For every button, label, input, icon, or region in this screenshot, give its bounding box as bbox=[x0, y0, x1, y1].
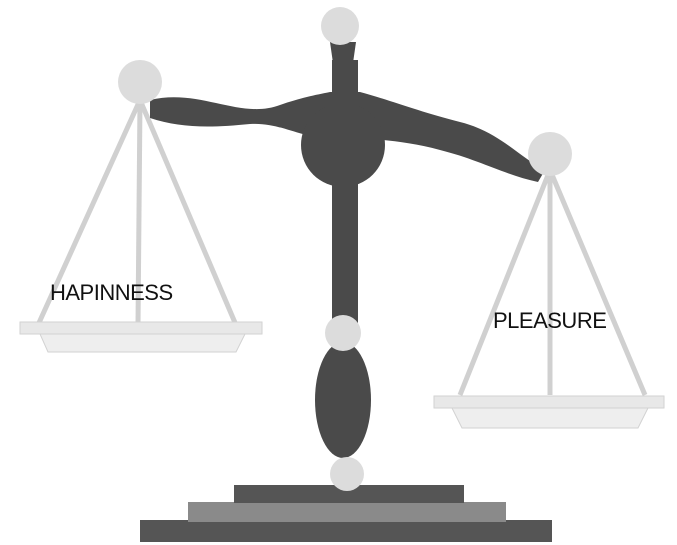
pillar-upper-joint bbox=[325, 315, 361, 351]
left-beam-joint bbox=[118, 60, 162, 104]
scale-base bbox=[140, 485, 552, 542]
base-step-middle bbox=[188, 502, 506, 522]
top-finial-knob bbox=[321, 7, 359, 45]
beam-hub bbox=[301, 103, 385, 187]
right-pan bbox=[434, 396, 664, 428]
right-pan-bowl bbox=[452, 408, 648, 428]
right-pan-label: PLEASURE bbox=[493, 308, 606, 333]
left-pan bbox=[20, 322, 262, 352]
base-step-bottom bbox=[140, 520, 552, 542]
top-finial-neck bbox=[330, 42, 356, 70]
left-pan-bowl bbox=[40, 334, 245, 352]
right-beam-joint bbox=[528, 132, 572, 176]
left-pan-label: HAPINNESS bbox=[50, 280, 173, 305]
right-pan-rim bbox=[434, 396, 664, 408]
pillar-bulb bbox=[315, 342, 371, 458]
right-pan-strings bbox=[460, 170, 645, 395]
left-pan-rim bbox=[20, 322, 262, 334]
pillar-lower-joint bbox=[330, 457, 364, 491]
